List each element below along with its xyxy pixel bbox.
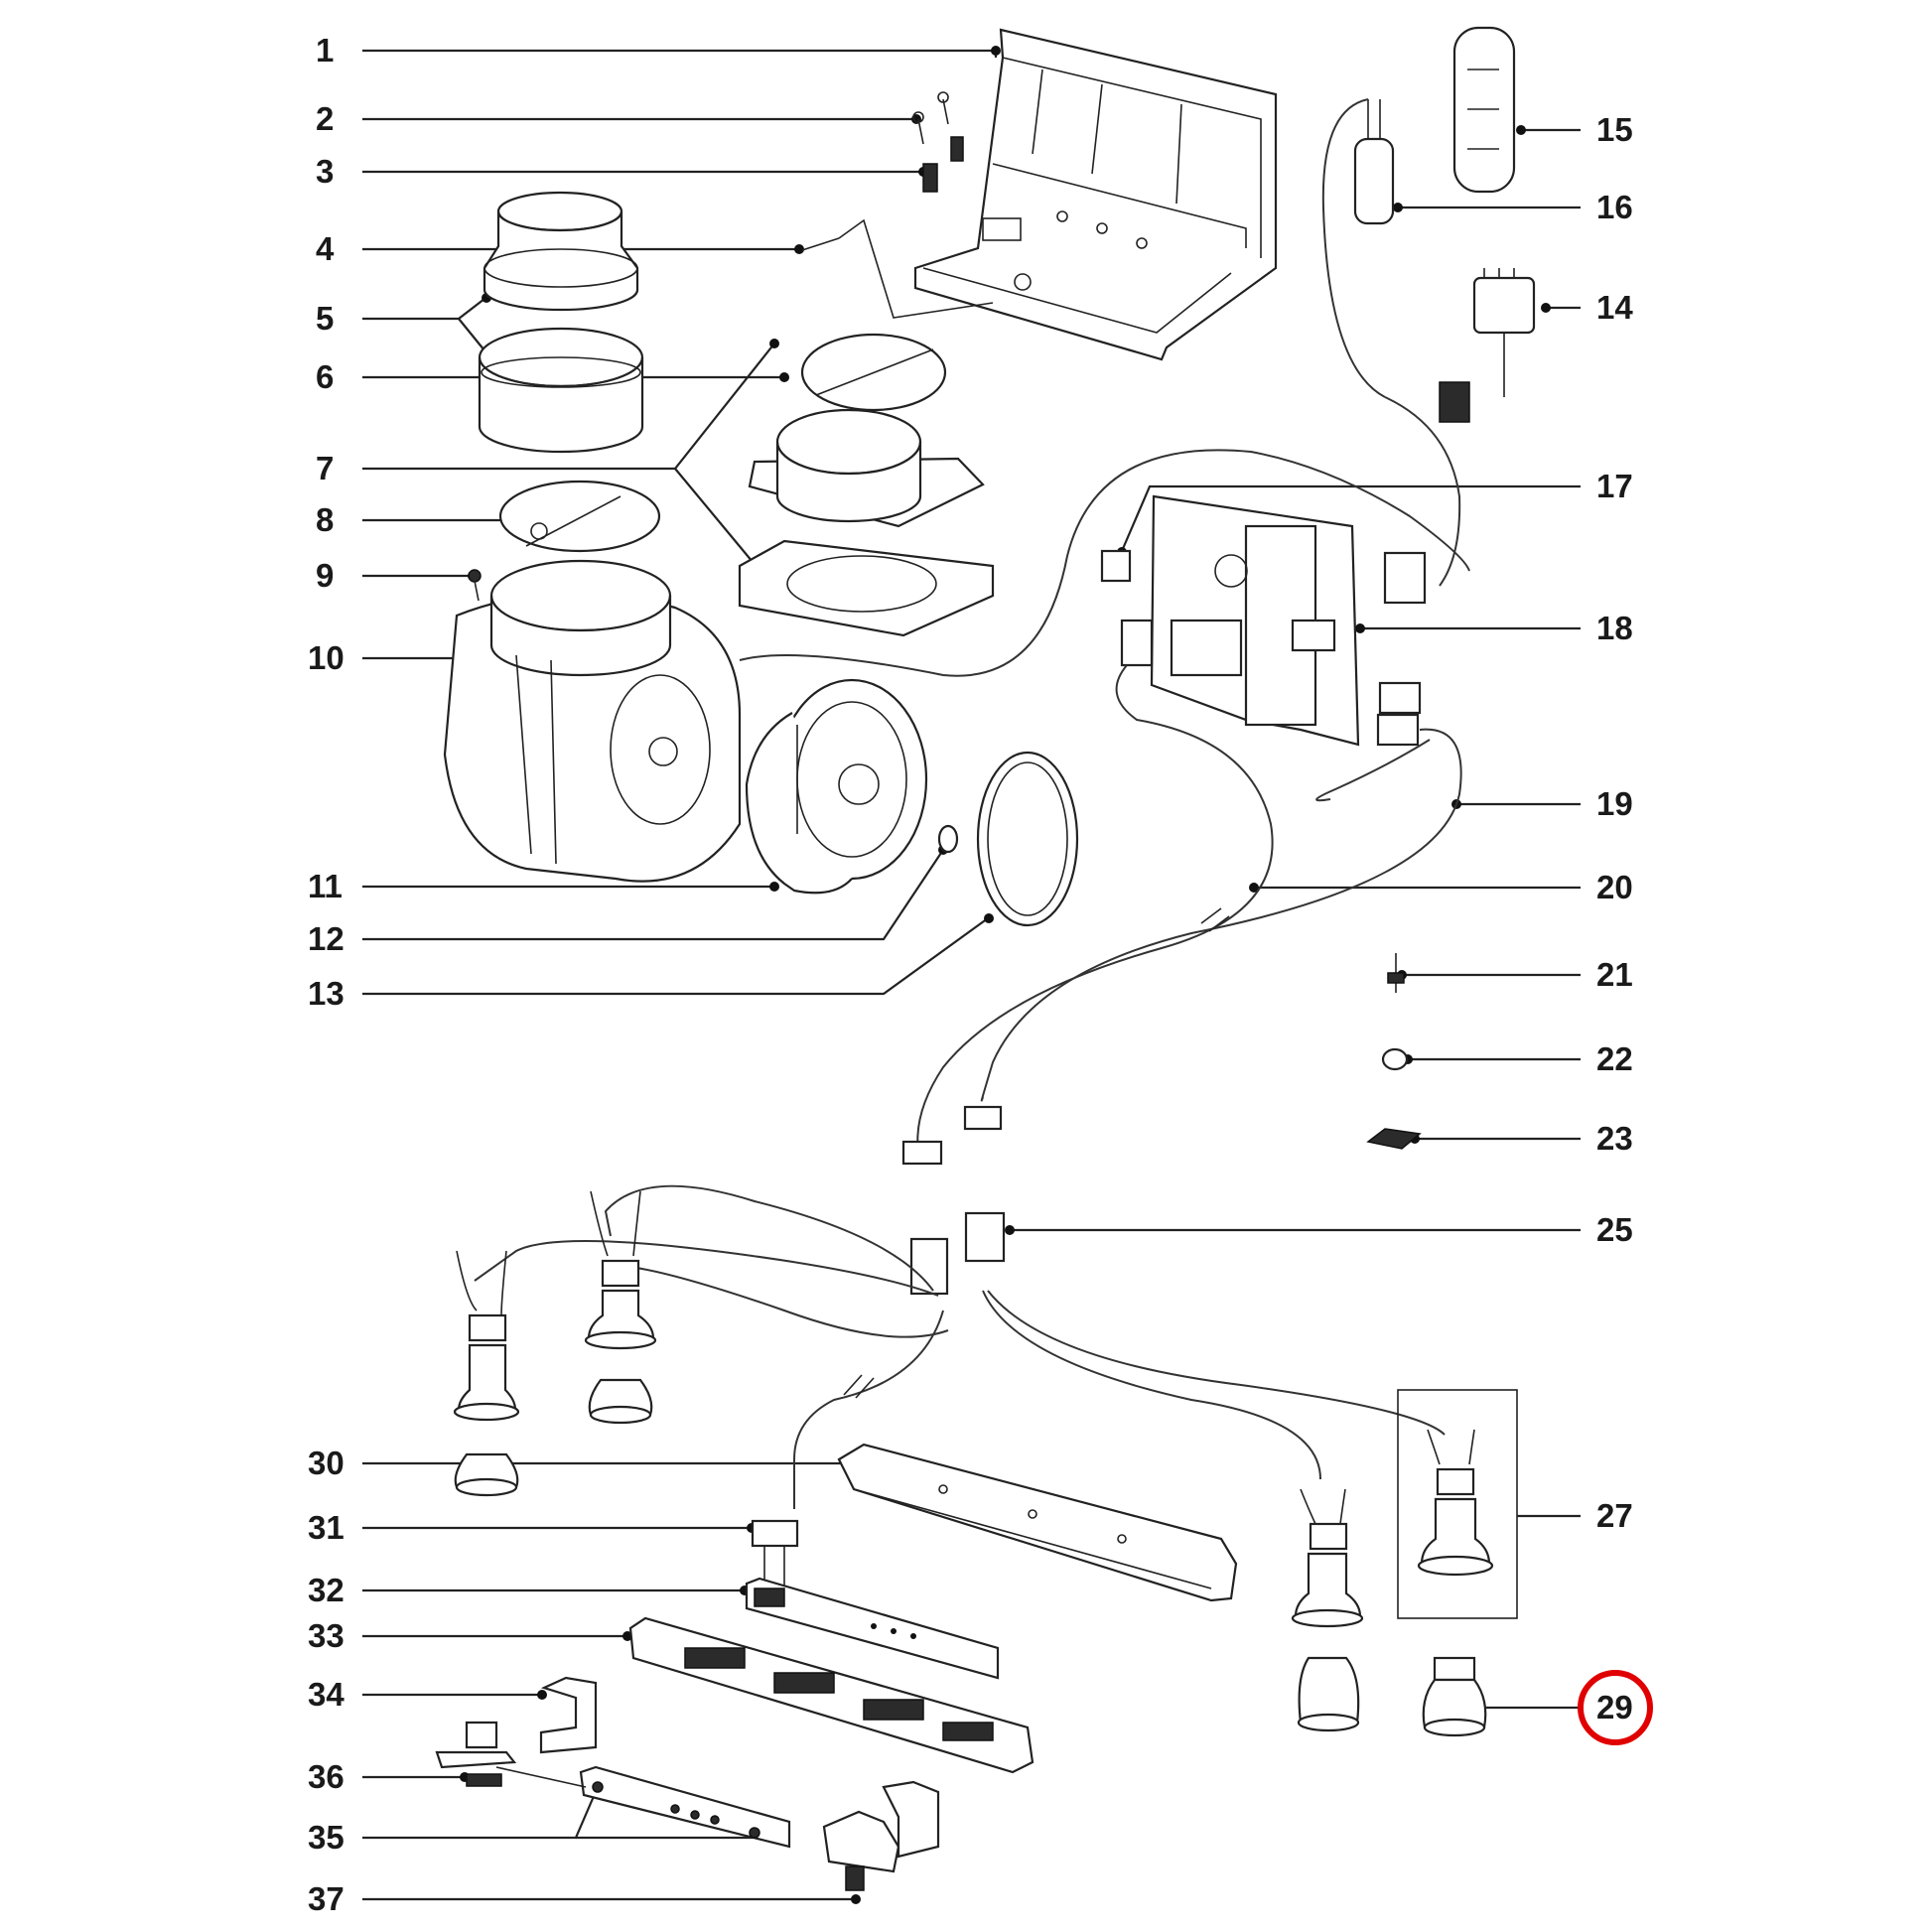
label-15: 15	[1596, 111, 1633, 148]
label-3: 3	[316, 153, 334, 190]
part-7-flange	[738, 408, 995, 637]
part-9-screw	[468, 569, 482, 602]
label-32: 32	[308, 1572, 345, 1608]
part-lamp-left-1	[453, 1250, 520, 1497]
part-14-connector	[1439, 268, 1536, 423]
part-16-capacitor	[1321, 98, 1395, 398]
label-35: 35	[308, 1819, 345, 1856]
part-8-flap	[498, 480, 661, 553]
label-1: 1	[316, 32, 334, 69]
label-31: 31	[308, 1509, 345, 1546]
part-23-clip	[1366, 1128, 1422, 1150]
label-30: 30	[308, 1445, 345, 1481]
right-callouts: 15 16 14 17 18 19 20 21 22 23 25 27 29	[1005, 111, 1653, 1745]
part-35-button-strip	[579, 1765, 791, 1849]
part-37-bracket	[822, 1780, 940, 1891]
label-10: 10	[308, 639, 345, 676]
part-34-bracket	[539, 1676, 598, 1754]
part-6-duct-ring	[478, 327, 644, 454]
label-11: 11	[308, 868, 343, 904]
part-21-clip	[1387, 953, 1405, 993]
part-15-cover	[1452, 26, 1516, 194]
label-16: 16	[1596, 189, 1633, 225]
part-4-screw	[801, 218, 994, 319]
label-9: 9	[316, 557, 334, 594]
label-18: 18	[1596, 610, 1633, 646]
label-6: 6	[316, 358, 334, 395]
label-17: 17	[1596, 468, 1633, 504]
part-1-housing	[913, 28, 1278, 361]
label-27: 27	[1596, 1497, 1633, 1534]
label-21: 21	[1596, 956, 1633, 993]
label-13: 13	[308, 975, 345, 1012]
label-33: 33	[308, 1617, 345, 1654]
label-37: 37	[308, 1880, 345, 1917]
part-18-control-board	[1120, 494, 1427, 747]
label-7: 7	[316, 450, 334, 486]
label-8: 8	[316, 501, 334, 538]
part-lamp-left-2	[584, 1190, 657, 1425]
part-2-3-screws	[912, 91, 964, 193]
part-17-relay-plug	[1100, 549, 1132, 583]
part-36-bracket	[435, 1721, 517, 1787]
label-2: 2	[316, 100, 334, 137]
label-14: 14	[1596, 289, 1633, 326]
label-25: 25	[1596, 1211, 1633, 1248]
label-12: 12	[308, 920, 345, 957]
part-10-blower-housing	[443, 559, 742, 883]
part-6-flap	[800, 333, 947, 412]
label-23: 23	[1596, 1120, 1633, 1157]
part-lamp-right-1	[1291, 1488, 1364, 1732]
part-12-nut	[937, 824, 959, 854]
label-5: 5	[316, 300, 334, 337]
label-20: 20	[1596, 869, 1633, 905]
label-22: 22	[1596, 1040, 1633, 1077]
part-22-clip	[1381, 1047, 1409, 1071]
part-27-lamp-holder-set	[1397, 1389, 1518, 1619]
part-31-connector	[751, 1519, 799, 1588]
label-4: 4	[316, 230, 335, 267]
label-34: 34	[308, 1676, 345, 1713]
label-19: 19	[1596, 785, 1633, 822]
part-5-duct-adapter	[483, 191, 639, 312]
part-30-rail	[837, 1443, 1238, 1602]
part-11-impeller	[745, 678, 928, 895]
highlight-circle-29	[1578, 1670, 1653, 1745]
part-20-connectors	[901, 1105, 1003, 1166]
part-32-pcb	[745, 1577, 1000, 1680]
part-33-control-panel	[628, 1616, 1035, 1774]
part-13-seal-ring	[976, 751, 1079, 927]
part-29-lamp-bulb	[1422, 1656, 1487, 1737]
label-36: 36	[308, 1758, 345, 1795]
label-29: 29	[1596, 1689, 1633, 1725]
